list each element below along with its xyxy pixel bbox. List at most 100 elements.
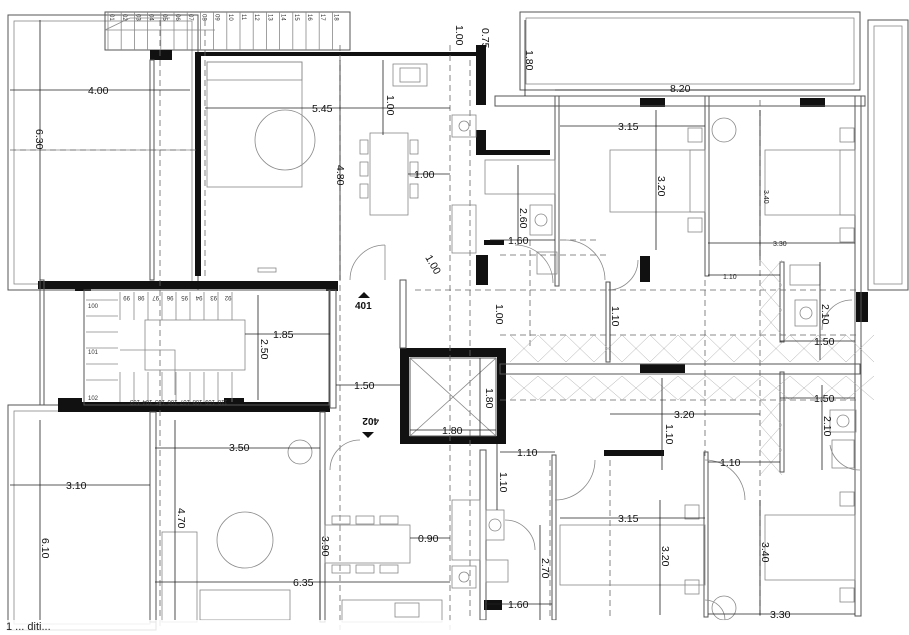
unit-labels: 401 402 — [355, 292, 379, 438]
dim-1-50-c: 1.50 — [814, 393, 835, 405]
door-arcs — [329, 239, 861, 621]
stair-step-number: 99 — [123, 294, 130, 300]
dim-1-00-c: 1.00 — [422, 253, 443, 277]
dim-1-80-a: 1.80 — [523, 50, 535, 71]
elevator — [409, 357, 497, 437]
dim-3-40-a: 3.40 — [762, 190, 769, 204]
stair-step-number: 01 — [108, 14, 114, 21]
unit-401-label: 401 — [355, 301, 372, 312]
unit-402-marker — [362, 432, 374, 438]
stair-step-number: 109 — [204, 398, 215, 404]
stair-step-number: 93 — [210, 294, 217, 300]
stair-step-number: 08 — [200, 14, 206, 21]
stair-numbers-mid: 99 98 97 96 95 94 93 92 — [123, 294, 232, 300]
caption: 1 ... diti... — [0, 620, 909, 635]
stair-step-number: 13 — [266, 14, 272, 21]
dim-3-20-a: 3.20 — [655, 176, 667, 197]
stair-step-number: 92 — [224, 294, 231, 300]
stair-step-number: 110 — [217, 398, 227, 404]
terrace-top-right — [519, 11, 909, 291]
dim-6-10: 6.10 — [39, 538, 51, 559]
dim-5-45: 5.45 — [312, 103, 333, 115]
stair-step-number: 06 — [174, 14, 180, 21]
furniture-bedrooms-top — [484, 117, 856, 327]
dim-4-00: 4.00 — [88, 85, 109, 97]
dim-6-35: 6.35 — [293, 577, 314, 589]
stair-step-number: 94 — [195, 294, 202, 300]
dim-3-15-a: 3.15 — [618, 121, 639, 133]
dim-1-00-a: 1.00 — [384, 95, 396, 116]
unit-402-label: 402 — [362, 415, 379, 426]
stair-step-number: 12 — [253, 14, 259, 21]
dim-2-10-b: 2.10 — [821, 416, 833, 437]
stair-step-number: 14 — [280, 14, 286, 21]
dim-1-50-b: 1.50 — [354, 380, 375, 392]
interior-walls — [39, 59, 866, 623]
dim-1-00-e: 1.00 — [493, 304, 505, 325]
dim-1-10-a: 1.10 — [723, 274, 737, 281]
dim-1-80-b: 1.80 — [483, 388, 495, 409]
walls — [38, 45, 868, 610]
dim-1-00-b: 1.00 — [414, 169, 435, 181]
unit-401-marker — [358, 292, 370, 298]
dim-4-70: 4.70 — [175, 508, 187, 529]
dim-3-10: 3.10 — [66, 480, 87, 492]
stair-step-number: 15 — [293, 14, 299, 21]
stair-step-number: 102 — [88, 396, 99, 402]
stair-step-number: 107 — [179, 398, 190, 404]
stair-step-number: 07 — [187, 14, 193, 21]
dim-1-60-b: 1.60 — [508, 599, 529, 611]
stair-step-number: 10 — [227, 14, 233, 21]
dim-1-50-a: 1.50 — [814, 336, 835, 348]
stair-step-number: 98 — [137, 294, 144, 300]
stair-step-number: 95 — [181, 294, 188, 300]
furniture-402 — [161, 409, 857, 623]
dim-1-80-c: 1.80 — [442, 425, 463, 437]
stair-step-number: 04 — [148, 14, 154, 21]
stairs-mid — [83, 289, 330, 406]
dim-1-10-c: 1.10 — [663, 424, 675, 445]
dim-1-10-f: 1.10 — [497, 472, 509, 493]
corridor-hatch — [509, 259, 875, 476]
stair-step-number: 03 — [134, 14, 140, 21]
stair-step-number: 96 — [166, 294, 173, 300]
stair-step-number: 100 — [88, 304, 99, 310]
dimension-labels: 4.00 6.30 5.45 1.00 4.80 1.00 1.00 1.00 … — [33, 25, 835, 621]
dim-0-75: 0.75 — [479, 28, 491, 49]
dim-2-60: 2.60 — [517, 208, 529, 229]
stair-step-number: 97 — [152, 294, 159, 300]
dim-3-20-c: 3.20 — [659, 546, 671, 567]
stair-step-number: 103 — [129, 398, 140, 404]
dim-3-50: 3.50 — [229, 442, 250, 454]
stair-step-number: 16 — [306, 14, 312, 21]
terrace-bottom-left — [7, 404, 157, 631]
stair-step-number: 18 — [332, 14, 338, 21]
furniture-401 — [206, 61, 477, 273]
stair-step-number: 104 — [142, 398, 153, 404]
stair-step-number: 05 — [161, 14, 167, 21]
dim-1-85: 1.85 — [273, 329, 294, 341]
stair-step-number: 02 — [121, 14, 127, 21]
dim-6-30: 6.30 — [33, 129, 45, 150]
stairs-top — [104, 11, 351, 51]
dim-1-10-b: 1.10 — [609, 306, 621, 327]
dim-3-90: 3.90 — [319, 536, 331, 557]
dim-3-40-b: 3.40 — [759, 542, 771, 563]
dim-3-30-b: 3.30 — [770, 609, 791, 621]
dim-2-70: 2.70 — [539, 558, 551, 579]
dim-1-10-e: 1.10 — [720, 457, 741, 469]
stair-step-number: 106 — [167, 398, 178, 404]
dimension-lines — [10, 20, 860, 620]
dim-2-10-a: 2.10 — [819, 304, 831, 325]
dim-3-15-b: 3.15 — [618, 513, 639, 525]
dim-0-90: 0.90 — [418, 533, 439, 545]
stair-step-number: 105 — [154, 398, 165, 404]
stair-step-number: 09 — [214, 14, 220, 21]
dim-4-80: 4.80 — [334, 165, 346, 186]
dim-1-10-d: 1.10 — [517, 447, 538, 459]
dim-8-20: 8.20 — [670, 83, 691, 95]
stair-step-number: 17 — [319, 14, 325, 21]
